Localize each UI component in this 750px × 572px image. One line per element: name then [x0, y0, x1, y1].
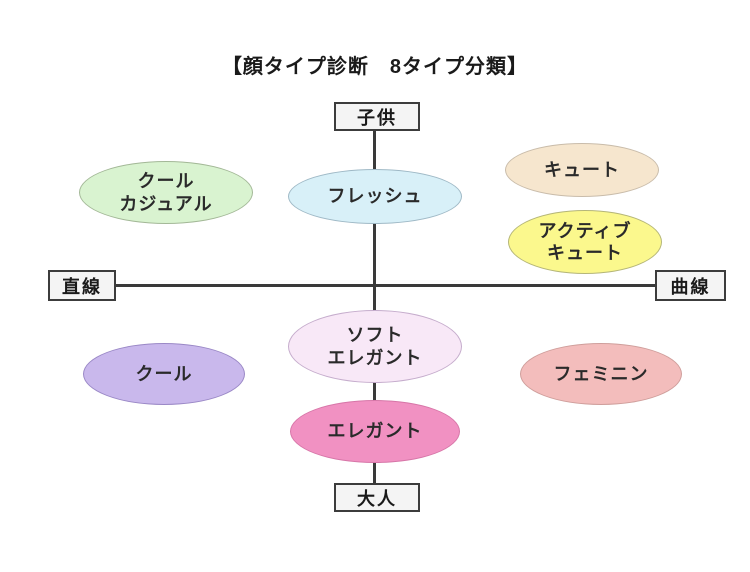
- type-ellipse-elegant: エレガント: [290, 400, 460, 463]
- type-label-elegant: エレガント: [327, 421, 423, 442]
- type-ellipse-cool: クール: [83, 343, 245, 405]
- axis-label-straight: 直線: [48, 270, 116, 301]
- type-ellipse-feminine: フェミニン: [520, 343, 682, 405]
- type-ellipse-cute: キュート: [505, 143, 659, 197]
- axis-label-curved: 曲線: [655, 270, 726, 301]
- type-ellipse-active-cute: アクティブ キュート: [508, 210, 662, 274]
- type-label-fresh: フレッシュ: [327, 186, 423, 207]
- diagram-title: 【顔タイプ診断 8タイプ分類】: [221, 56, 529, 78]
- axis-label-child: 子供: [334, 102, 420, 131]
- type-ellipse-cool-casual: クール カジュアル: [79, 161, 253, 224]
- type-label-active-cute: アクティブ キュート: [538, 220, 632, 264]
- vertical-axis-line: [373, 130, 376, 484]
- axis-label-adult: 大人: [334, 483, 420, 512]
- type-label-soft-elegant: ソフト エレガント: [327, 325, 423, 368]
- horizontal-axis-line: [114, 284, 656, 287]
- type-label-cool-casual: クール カジュアル: [119, 171, 213, 214]
- type-ellipse-soft-elegant: ソフト エレガント: [288, 310, 462, 383]
- type-label-feminine: フェミニン: [553, 363, 649, 384]
- type-ellipse-fresh: フレッシュ: [288, 169, 462, 224]
- type-label-cool: クール: [135, 363, 193, 384]
- type-label-cute: キュート: [544, 159, 620, 180]
